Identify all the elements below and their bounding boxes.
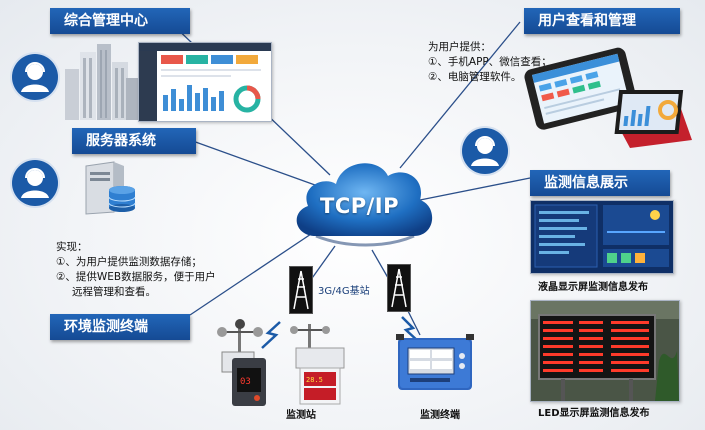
- tower-icon: [289, 266, 313, 314]
- banner-server-system: 服务器系统: [72, 128, 196, 154]
- caption-terminal: 监测终端: [420, 410, 460, 421]
- banner-env-terminal-label: 环境监测终端: [64, 319, 148, 335]
- server-text-line: 远程管理和查看。: [72, 286, 156, 298]
- user-view-text-line: ②、电脑管理软件。: [428, 71, 522, 83]
- signal-bolt-left: [261, 321, 281, 349]
- monitoring-station-equipment: 03 28.5: [200, 318, 360, 410]
- banner-user-view: 用户查看和管理: [524, 8, 680, 34]
- user-view-text-line: ①、手机APP、微信查看；: [428, 56, 552, 68]
- line-to-user-view: [399, 21, 521, 169]
- cloud-icon: TCP/IP: [286, 150, 440, 254]
- server-icon: [82, 160, 138, 216]
- server-text-line: ①、为用户提供监测数据存储；: [56, 256, 202, 268]
- dashboard-screenshot: [138, 42, 272, 122]
- banner-monitor-display-label: 监测信息展示: [544, 175, 628, 191]
- banner-server-system-label: 服务器系统: [86, 133, 156, 149]
- signal-bolt-right: [401, 316, 420, 343]
- person-icon: [462, 128, 508, 174]
- base-station-label: 3G/4G基站: [318, 286, 370, 297]
- phone-icon: [524, 47, 692, 148]
- banner-management-center-label: 综合管理中心: [64, 13, 148, 29]
- banner-env-terminal: 环境监测终端: [50, 314, 190, 340]
- cloud-label: TCP/IP: [320, 194, 400, 218]
- tablet-icon: [614, 90, 692, 148]
- svg-text:03: 03: [240, 377, 251, 387]
- server-text-line: 实现：: [56, 241, 88, 253]
- caption-led: LED显示屏监测信息发布: [538, 408, 650, 419]
- building-icon: [60, 44, 140, 120]
- led-display-board: [530, 300, 680, 402]
- server-text-line: ②、提供WEB数据服务，便于用户: [56, 271, 216, 283]
- banner-monitor-display: 监测信息展示: [530, 170, 670, 196]
- user-view-text-line: 为用户提供：: [428, 41, 491, 53]
- lcd-display-screen: [530, 200, 674, 274]
- person-icon: [12, 54, 58, 100]
- caption-station: 监测站: [286, 410, 316, 421]
- line-to-monitor-display: [419, 177, 531, 201]
- person-icon: [12, 160, 58, 206]
- svg-text:28.5: 28.5: [306, 376, 323, 384]
- device-group: [520, 44, 696, 150]
- monitoring-terminal-device: [396, 334, 478, 394]
- user-view-description: 为用户提供： ①、手机APP、微信查看； ②、电脑管理软件。: [428, 40, 552, 85]
- banner-management-center: 综合管理中心: [50, 8, 190, 34]
- line-to-terminal: [189, 227, 321, 316]
- tower-icon: [387, 264, 411, 312]
- line-to-server: [189, 139, 316, 186]
- banner-user-view-label: 用户查看和管理: [538, 13, 636, 29]
- server-description: 实现： ①、为用户提供监测数据存储； ②、提供WEB数据服务，便于用户 远程管理…: [56, 240, 216, 300]
- caption-lcd: 液晶显示屏监测信息发布: [538, 282, 648, 293]
